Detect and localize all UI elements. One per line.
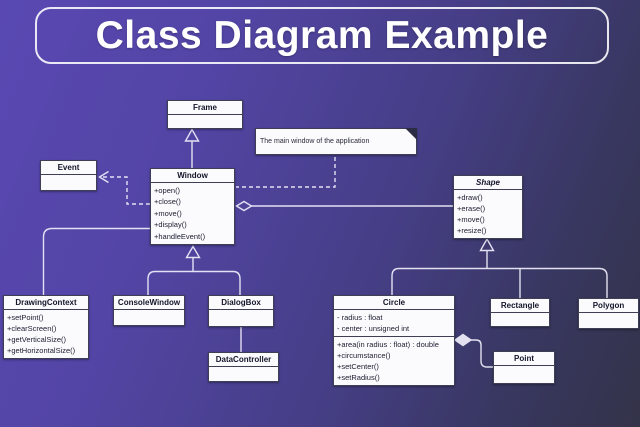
class-shape-methods: +draw() +erase() +move() +resize() (454, 190, 522, 238)
generalization-arrow-window (185, 245, 201, 259)
method: +open() (154, 185, 181, 195)
note-fold-icon (405, 128, 417, 140)
note-anchor-line (236, 157, 336, 188)
method: +getVerticalSize() (7, 334, 66, 344)
class-consolewindow[interactable]: ConsoleWindow (113, 295, 185, 326)
class-dialogbox-empty-compartment (209, 309, 273, 326)
class-shape-name: Shape (454, 176, 522, 190)
class-circle-name: Circle (334, 296, 454, 310)
class-event-name: Event (41, 161, 96, 175)
method: +move() (154, 208, 182, 218)
dependency-arrow-event (98, 170, 109, 184)
aggregation-circle-point (471, 339, 493, 368)
class-rectangle[interactable]: Rectangle (490, 298, 550, 327)
class-dialogbox-name: DialogBox (209, 296, 273, 310)
class-event-empty-compartment (41, 174, 96, 190)
class-drawingcontext[interactable]: DrawingContext +setPoint() +clearScreen(… (3, 295, 89, 359)
generalization-arrow-frame (184, 128, 200, 142)
method: +setCenter() (337, 361, 379, 371)
class-point[interactable]: Point (493, 351, 555, 384)
class-rectangle-empty-compartment (491, 312, 549, 326)
method: +erase() (457, 203, 486, 213)
class-dialogbox[interactable]: DialogBox (208, 295, 274, 327)
method: +setPoint() (7, 312, 44, 322)
note-text: The main window of the application (260, 138, 370, 145)
class-datacontroller-empty-compartment (209, 366, 278, 381)
class-circle[interactable]: Circle - radius : float - center : unsig… (333, 295, 455, 386)
generalization-bracket-window (147, 270, 241, 295)
method: +circumstance() (337, 350, 391, 360)
class-frame[interactable]: Frame (167, 100, 243, 129)
generalization-arrow-shape (479, 237, 495, 252)
class-point-name: Point (494, 352, 554, 366)
method: +handleEvent() (154, 231, 206, 241)
class-polygon[interactable]: Polygon (578, 298, 639, 329)
class-polygon-empty-compartment (579, 312, 638, 328)
association-drawingcontext-window (42, 227, 150, 295)
method: +display() (154, 220, 187, 230)
attribute: - center : unsigned int (337, 323, 410, 333)
diagram-title: Class Diagram Example (95, 13, 549, 57)
class-frame-empty-compartment (168, 114, 242, 128)
method: +getHorizontalSize() (7, 345, 76, 355)
class-polygon-name: Polygon (579, 299, 638, 313)
class-frame-name: Frame (168, 101, 242, 115)
attribute: - radius : float (337, 312, 383, 322)
class-window-name: Window (151, 169, 234, 183)
class-datacontroller-name: DataController (209, 353, 278, 367)
class-datacontroller[interactable]: DataController (208, 352, 279, 382)
class-circle-methods: +area(in radius : float) : double +circu… (334, 335, 454, 385)
generalization-bracket-shape (391, 267, 608, 298)
class-circle-attributes: - radius : float - center : unsigned int (334, 310, 454, 336)
class-event[interactable]: Event (40, 160, 97, 191)
method: +area(in radius : float) : double (337, 339, 439, 349)
class-window-methods: +open() +close() +move() +display() +han… (151, 183, 234, 245)
method: +close() (154, 197, 181, 207)
class-drawingcontext-name: DrawingContext (4, 296, 88, 310)
class-drawingcontext-methods: +setPoint() +clearScreen() +getVerticalS… (4, 310, 88, 358)
note-main-window[interactable]: The main window of the application (255, 128, 417, 155)
class-consolewindow-empty-compartment (114, 309, 184, 325)
method: +clearScreen() (7, 323, 57, 333)
dependency-window-event (101, 176, 150, 205)
class-rectangle-name: Rectangle (491, 299, 549, 313)
class-shape[interactable]: Shape +draw() +erase() +move() +resize() (453, 175, 523, 239)
aggregation-diamond-window (235, 200, 253, 212)
class-consolewindow-name: ConsoleWindow (114, 296, 184, 310)
method: +setRadius() (337, 372, 380, 382)
method: +move() (457, 214, 485, 224)
method: +resize() (457, 225, 487, 235)
class-point-empty-compartment (494, 365, 554, 383)
class-window[interactable]: Window +open() +close() +move() +display… (150, 168, 235, 246)
method: +draw() (457, 192, 483, 202)
aggregation-diamond-circle (453, 333, 473, 347)
diagram-title-banner: Class Diagram Example (35, 7, 609, 64)
